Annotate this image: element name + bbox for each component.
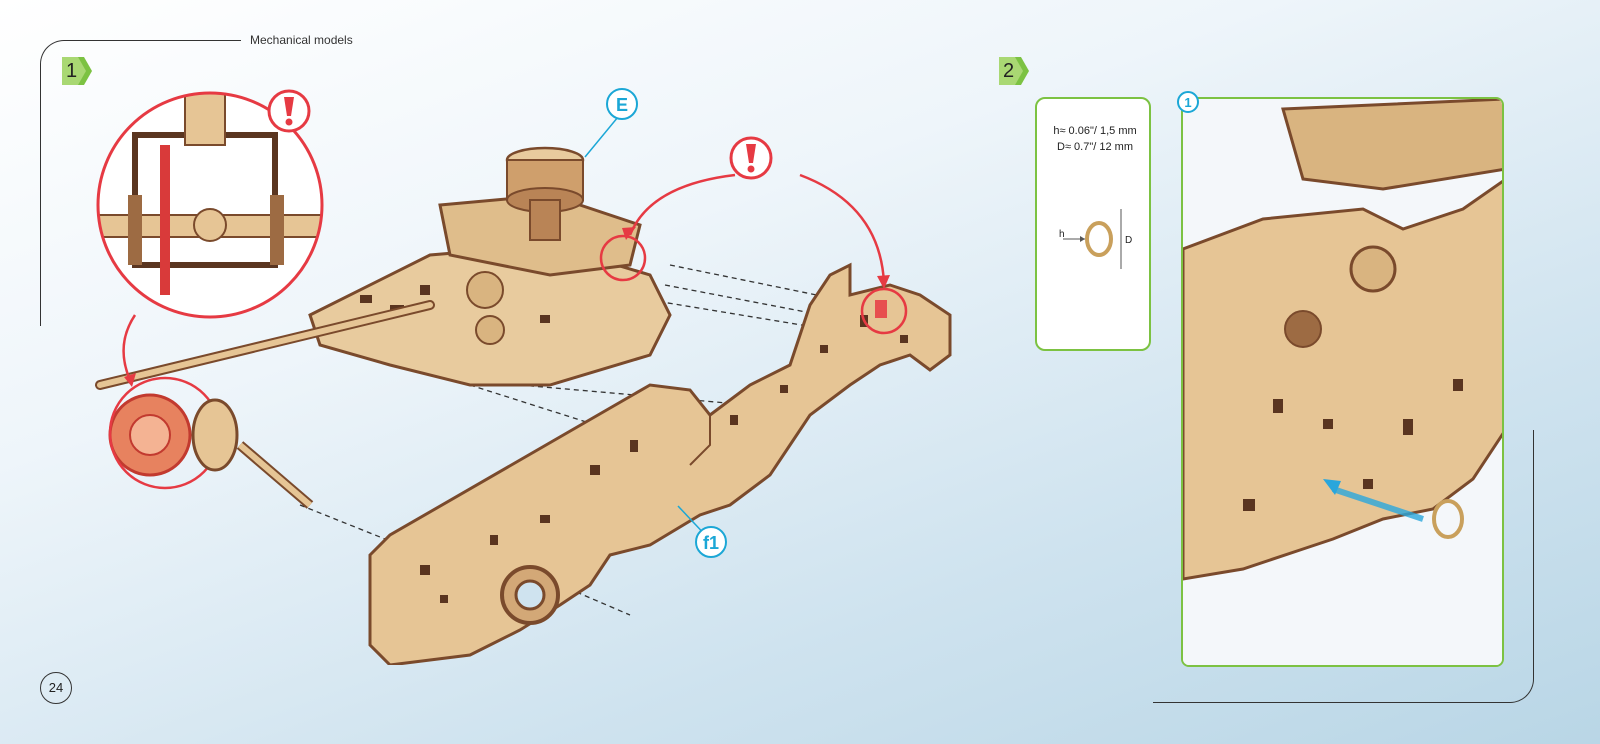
warning-exclamation-icon bbox=[267, 89, 311, 133]
step-arrow-icon bbox=[999, 57, 1029, 85]
page-number: 24 bbox=[40, 672, 72, 704]
warning-exclamation-icon bbox=[729, 136, 773, 180]
page-frame-left bbox=[40, 40, 241, 326]
spec-h-label: h bbox=[1059, 229, 1065, 240]
step-1-badge: 1 bbox=[62, 57, 92, 85]
spec-d-label: D bbox=[1125, 235, 1133, 246]
spec-height: h≈ 0.06"/ 1,5 mm bbox=[1053, 125, 1137, 137]
part-callout-f1: f1 bbox=[695, 526, 727, 558]
step-arrow-icon bbox=[62, 57, 92, 85]
page-frame-right bbox=[1153, 430, 1534, 703]
rubber-ring-icon bbox=[1063, 209, 1122, 269]
step-1-number: 1 bbox=[66, 60, 78, 82]
assembly-illustration bbox=[95, 116, 952, 665]
detail-view-box bbox=[1181, 97, 1504, 667]
step-2-badge: 2 bbox=[999, 57, 1029, 85]
section-title: Mechanical models bbox=[250, 33, 353, 47]
spec-diameter: D≈ 0.7"/ 12 mm bbox=[1057, 141, 1133, 153]
detail-illustration bbox=[1183, 99, 1502, 665]
step-2-number: 2 bbox=[1003, 60, 1015, 82]
detail-callout-1: 1 bbox=[1177, 91, 1199, 113]
part-callout-e: E bbox=[606, 88, 638, 120]
zoom-detail-circle bbox=[96, 91, 324, 319]
ring-spec-box: h≈ 0.06"/ 1,5 mm D≈ 0.7"/ 12 mm h D bbox=[1035, 97, 1151, 351]
